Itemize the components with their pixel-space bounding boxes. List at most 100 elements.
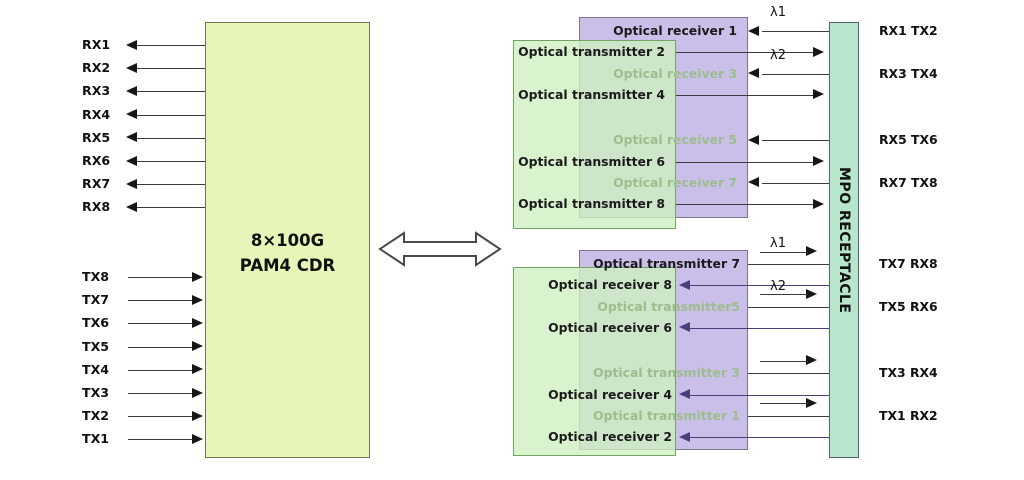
upper-optical-transmitter-box: [513, 40, 676, 229]
host-pin-tx4: TX4: [82, 361, 110, 377]
arrow-left-icon-lower-rx-8: [679, 431, 690, 442]
upper-row-label-8: Optical transmitter 8: [518, 196, 665, 212]
host-pin-rx5: RX5: [82, 129, 111, 145]
arrow-right-icon-tx5: [192, 341, 203, 352]
host-rx-line-6: [136, 161, 205, 162]
lower-optical-receiver-box: [513, 267, 676, 456]
host-pin-tx8: TX8: [82, 269, 110, 284]
arrow-left-icon-rx6: [126, 155, 137, 166]
mpo-pin-pair-upper-3: RX5 TX6: [879, 132, 938, 148]
upper-row-label-2: Optical transmitter 2: [518, 44, 665, 60]
lower-tx-line-up-1: [760, 251, 808, 253]
arrow-left-icon-lower-rx-6: [679, 389, 690, 399]
host-pin-tx1: TX1: [82, 431, 110, 447]
upper-tx-line-6: [676, 161, 815, 163]
arrow-left-icon-upper-rx-5: [748, 134, 759, 145]
host-rx-line-3: [136, 91, 205, 93]
lower-tx-line-up-7: [760, 403, 808, 405]
lower-rx-line-2: [690, 285, 829, 287]
upper-row-label-3: Optical receiver 3: [613, 65, 737, 81]
arrow-left-icon-lower-rx-4: [679, 322, 690, 333]
host-rx-line-2: [136, 68, 205, 70]
arrow-right-icon-lower-tx-7: [806, 397, 817, 408]
host-pin-tx2: TX2: [82, 408, 110, 424]
lower-tx-line-5: [748, 373, 829, 375]
upper-rx-line-5: [762, 140, 829, 142]
arrow-right-icon-lower-tx-5: [806, 355, 817, 366]
upper-row-label-4: Optical transmitter 4: [518, 86, 665, 102]
upper-tx-line-8: [676, 204, 815, 206]
pam4-cdr-block: [205, 22, 370, 458]
arrow-left-icon-rx2: [126, 62, 137, 73]
wavelength-label-upper-2: λ2: [770, 47, 786, 63]
lower-tx-line-up-3: [760, 294, 808, 296]
host-rx-line-4: [136, 114, 205, 116]
cdr-line-1: 8×100G: [250, 231, 325, 250]
upper-tx-line-4: [676, 94, 815, 96]
lower-row-label-5: Optical transmitter 3: [593, 365, 740, 381]
mpo-pin-pair-upper-4: RX7 TX8: [879, 174, 938, 190]
pam4-cdr-label: 8×100G PAM4 CDR: [205, 228, 370, 278]
lower-row-label-2: Optical receiver 8: [548, 277, 672, 293]
mpo-pin-pair-upper-2: RX3 TX4: [879, 65, 938, 81]
host-rx-line-8: [136, 207, 205, 209]
arrow-right-icon-upper-tx-6: [813, 156, 824, 166]
host-pin-tx7: TX7: [82, 292, 110, 308]
arrow-right-icon-upper-tx-2: [813, 46, 824, 57]
arrow-right-icon-lower-tx-3: [806, 288, 817, 299]
host-pin-rx6: RX6: [82, 153, 111, 168]
upper-tx-line-2: [676, 52, 815, 54]
cdr-line-2: PAM4 CDR: [239, 256, 336, 275]
arrow-right-icon-tx8: [192, 271, 203, 282]
arrow-left-icon-rx3: [126, 85, 137, 96]
host-tx-line-1: [128, 277, 194, 278]
host-pin-rx1: RX1: [82, 37, 111, 52]
host-tx-line-4: [128, 346, 194, 348]
lower-row-label-1: Optical transmitter 7: [593, 256, 740, 271]
arrow-left-icon-upper-rx-3: [748, 68, 759, 79]
mpo-pin-pair-lower-4: TX1 RX2: [879, 407, 938, 423]
lower-tx-line-up-5: [760, 360, 808, 362]
host-pin-tx3: TX3: [82, 385, 110, 400]
arrow-right-icon-upper-tx-8: [813, 198, 824, 209]
arrow-left-icon-rx1: [126, 39, 137, 50]
lower-rx-line-8: [690, 437, 829, 439]
upper-row-label-6: Optical transmitter 6: [518, 153, 665, 169]
lower-row-label-7: Optical transmitter 1: [593, 407, 740, 423]
wavelength-label-lower-2: λ2: [770, 278, 786, 294]
arrow-right-icon-tx2: [192, 410, 203, 421]
arrow-left-icon-rx5: [126, 132, 137, 143]
arrow-left-icon-lower-rx-2: [679, 279, 690, 290]
upper-rx-line-1: [762, 31, 829, 32]
host-rx-line-5: [136, 137, 205, 139]
lower-rx-line-4: [690, 327, 829, 329]
bidirectional-arrow-icon: [378, 229, 502, 269]
upper-row-label-5: Optical receiver 5: [613, 132, 737, 148]
arrow-right-icon-upper-tx-4: [813, 89, 824, 100]
host-tx-line-7: [128, 416, 194, 418]
lower-row-label-3: Optical transmitter5: [597, 298, 740, 314]
arrow-right-icon-tx6: [192, 317, 203, 328]
host-tx-line-8: [128, 439, 194, 441]
mpo-pin-pair-upper-1: RX1 TX2: [879, 23, 938, 38]
host-tx-line-6: [128, 393, 194, 394]
mpo-receptacle-block: [829, 22, 859, 458]
arrow-right-icon-tx4: [192, 364, 203, 375]
mpo-pin-pair-lower-1: TX7 RX8: [879, 256, 938, 271]
lower-tx-line-7: [748, 415, 829, 417]
mpo-receptacle-label: MPO RECEPTACLE: [836, 166, 852, 314]
host-pin-rx4: RX4: [82, 106, 111, 122]
upper-rx-line-7: [762, 182, 829, 184]
host-rx-line-7: [136, 184, 205, 186]
lower-row-label-4: Optical receiver 6: [548, 319, 672, 335]
host-pin-rx2: RX2: [82, 60, 111, 76]
arrow-left-icon-rx4: [126, 109, 137, 120]
lower-tx-line-1: [748, 264, 829, 265]
host-tx-line-5: [128, 369, 194, 371]
mpo-pin-pair-lower-2: TX5 RX6: [879, 298, 938, 314]
host-pin-rx7: RX7: [82, 176, 111, 192]
host-pin-tx6: TX6: [82, 315, 110, 331]
host-tx-line-2: [128, 300, 194, 302]
arrow-left-icon-upper-rx-1: [748, 25, 759, 36]
